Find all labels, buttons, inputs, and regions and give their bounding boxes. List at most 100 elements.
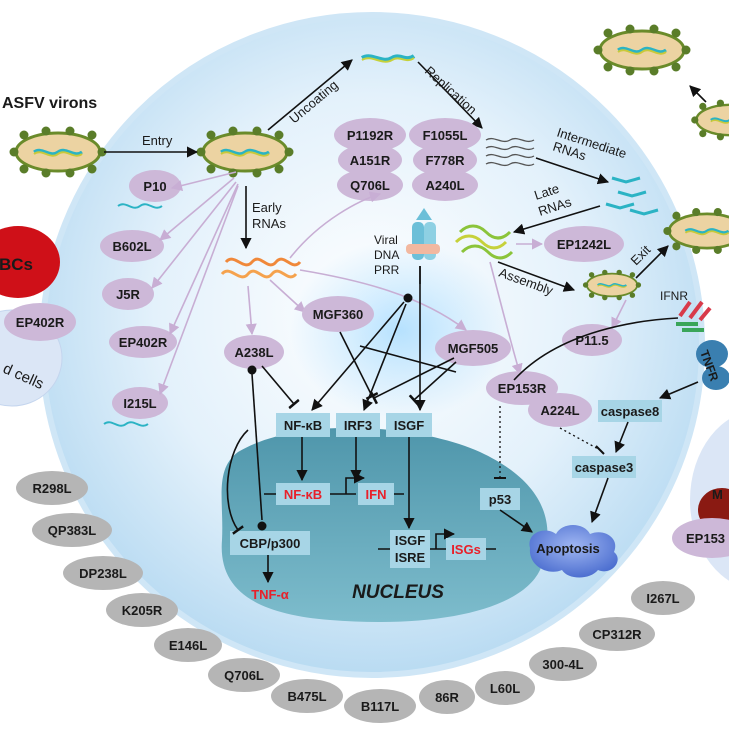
protein-p10: P10 (129, 170, 181, 202)
asfv-virion-outside (8, 126, 108, 178)
ifn-box: IFN (358, 483, 394, 505)
svg-text:EP1242L: EP1242L (557, 237, 611, 252)
p11-5-arrow (611, 299, 627, 330)
outer-protein-q706l: Q706L (208, 658, 280, 692)
svg-text:F1055L: F1055L (423, 128, 468, 143)
exit-arrow (635, 245, 669, 279)
uncoating-arrow (267, 59, 353, 131)
isgf-isre-box: ISGF ISRE (390, 530, 430, 568)
svg-text:ISGs: ISGs (451, 542, 481, 557)
outer-protein-i267l: I267L (631, 581, 695, 615)
intermediate-rnas (605, 176, 659, 216)
viral-dna-strand (360, 54, 416, 62)
late-rna-arrow (512, 205, 601, 235)
caspase8-box: caspase8 (598, 400, 662, 422)
svg-text:caspase3: caspase3 (575, 460, 634, 475)
asfv-virion-assembled (582, 268, 642, 302)
svg-text:B117L: B117L (361, 699, 399, 714)
left-host-cells: d cells BCs EP402R (0, 226, 76, 407)
outer-protein-e146l: E146L (154, 628, 222, 662)
tnf-alpha-label: TNF-α (251, 587, 289, 602)
protein-ep1242l: EP1242L (544, 226, 624, 262)
prr-label-3: PRR (374, 263, 400, 277)
p53-box: p53 (480, 488, 520, 510)
replication-protein-arrow (289, 191, 382, 259)
outer-protein-dp238l: DP238L (63, 556, 143, 590)
irf3-box: IRF3 (336, 413, 380, 437)
nucleus-label: NUCLEUS (352, 582, 444, 603)
svg-text:F778R: F778R (425, 153, 465, 168)
svg-text:P10: P10 (143, 179, 166, 194)
svg-text:86R: 86R (435, 690, 459, 705)
outer-protein-86r: 86R (419, 680, 475, 714)
svg-text:CP312R: CP312R (592, 627, 642, 642)
svg-text:A240L: A240L (425, 178, 464, 193)
protein-f778r: F778R (413, 144, 477, 176)
asfv-virion-released-1 (592, 22, 692, 78)
svg-text:EP402R: EP402R (16, 315, 65, 330)
svg-text:ISGF: ISGF (395, 533, 425, 548)
svg-text:Q706L: Q706L (224, 668, 264, 683)
late-rnas-label: Late (532, 181, 561, 203)
replication-arrow (417, 61, 483, 129)
protein-i215l: I215L (112, 387, 168, 419)
entry-label: Entry (142, 133, 173, 148)
rbc-cell (0, 226, 60, 298)
a238l-arrow (245, 285, 257, 336)
outer-protein-r298l: R298L (16, 471, 88, 505)
prr-label-2: DNA (374, 248, 399, 262)
protein-p1192r: P1192R (334, 118, 406, 152)
early-protein-arrows (151, 171, 239, 396)
svg-text:EP153: EP153 (686, 531, 725, 546)
svg-text:IFN: IFN (366, 487, 387, 502)
rbcs-label: BCs (0, 255, 33, 274)
protein-a240l: A240L (412, 169, 478, 201)
svg-text:DP238L: DP238L (79, 566, 127, 581)
early-proteins: P10 B602L J5R EP402R I215L (100, 170, 181, 427)
release-arrow (689, 85, 707, 103)
svg-text:Apoptosis: Apoptosis (536, 541, 600, 556)
protein-ep402r: EP402R (109, 326, 177, 358)
svg-text:ISGF: ISGF (394, 418, 424, 433)
protein-mgf360: MGF360 (302, 296, 374, 332)
outer-protein-qp383l: QP383L (32, 513, 112, 547)
svg-text:QP383L: QP383L (48, 523, 96, 538)
svg-text:R298L: R298L (32, 481, 71, 496)
svg-text:NF-κB: NF-κB (284, 487, 322, 502)
dna-prr-receptor (406, 208, 440, 260)
svg-text:B475L: B475L (287, 689, 326, 704)
prr-label: Viral (374, 233, 398, 247)
asfv-virion-exit (662, 206, 729, 256)
isgf-box: ISGF (386, 413, 432, 437)
ifnr-receptor (676, 300, 712, 332)
protein-mgf505: MGF505 (435, 330, 511, 366)
isgs-box: ISGs (446, 538, 486, 560)
ifnr-label: IFNR (660, 289, 688, 303)
outer-protein-l60l: L60L (475, 671, 535, 705)
protein-q706l: Q706L (337, 169, 403, 201)
ep153r-arrow (489, 261, 523, 376)
svg-text:ISRE: ISRE (395, 550, 426, 565)
svg-text:NF-κB: NF-κB (284, 418, 322, 433)
early-rnas (220, 257, 302, 279)
svg-text:p53: p53 (489, 492, 511, 507)
nfkb-box: NF-κB (276, 413, 330, 437)
protein-ep153r: EP153R (486, 371, 558, 405)
mgf505-arrow (299, 269, 467, 331)
svg-text:EP153R: EP153R (498, 381, 547, 396)
asfv-virion-entry (195, 126, 295, 178)
apoptosis-cloud: Apoptosis (529, 525, 618, 578)
protein-a224l: A224L (528, 393, 592, 427)
isg-promoter-arrow (435, 528, 456, 549)
cytoplasm-glow (290, 240, 510, 420)
protein-f1055l: F1055L (409, 118, 481, 152)
early-rnas-label-2: RNAs (252, 216, 286, 231)
svg-text:I215L: I215L (123, 396, 156, 411)
svg-text:J5R: J5R (116, 287, 140, 302)
cbp-p300-box: CBP/p300 (230, 531, 310, 555)
intermediate-rna-arrow (535, 157, 610, 185)
caspase3-box: caspase3 (572, 456, 636, 478)
late-rnas (454, 224, 514, 260)
svg-text:A151R: A151R (350, 153, 391, 168)
